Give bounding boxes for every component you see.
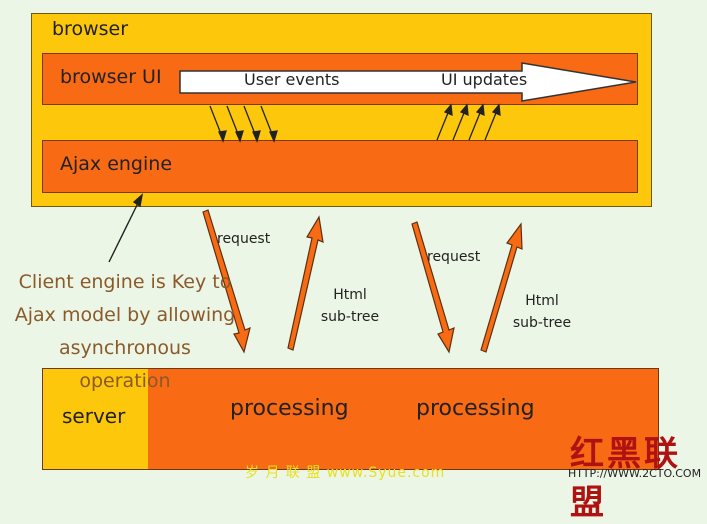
response-label-2-line2: sub-tree — [512, 315, 572, 331]
note-line-3: asynchronous operation — [59, 337, 191, 392]
browser-title: browser — [52, 18, 129, 40]
request-arrow-1 — [202, 209, 251, 354]
response-label-2-line1: Html — [525, 293, 559, 309]
arrows-layer — [108, 62, 637, 354]
browser-ui-label: browser UI — [60, 66, 162, 88]
note-pointer-arrow — [108, 193, 144, 263]
response-arrow-1 — [287, 215, 324, 351]
user-events-label: User events — [244, 70, 340, 89]
ui-updates-arrows — [436, 103, 501, 141]
request-label-1: request — [217, 231, 271, 247]
user-events-arrows — [209, 105, 278, 143]
ui-flow-arrow — [179, 62, 637, 102]
note-line-1: Client engine is Key to — [18, 271, 232, 293]
server-label: server — [62, 404, 126, 428]
ajax-engine-label: Ajax engine — [60, 153, 173, 175]
processing-label-1: processing — [230, 396, 349, 421]
note-line-2: Ajax model by allowing — [14, 304, 236, 326]
request-arrow-2 — [411, 221, 455, 354]
watermark-url: HTTP://WWW.2CTO.COM — [568, 467, 702, 480]
watermark-bottom: 岁 月 联 盟 www.Syue.com — [245, 465, 446, 481]
response-label-2: Html sub-tree — [511, 290, 573, 334]
response-label-1: Html sub-tree — [320, 284, 380, 328]
request-label-2: request — [427, 249, 481, 265]
client-engine-note: Client engine is Key to Ajax model by al… — [14, 266, 236, 398]
response-label-1-line2: sub-tree — [320, 309, 380, 325]
processing-label-2: processing — [416, 396, 535, 421]
response-label-1-line1: Html — [333, 287, 367, 303]
ui-updates-label: UI updates — [441, 70, 528, 89]
server-cell — [43, 369, 148, 469]
response-arrow-2 — [480, 222, 523, 353]
ajax-engine-bar — [42, 140, 638, 193]
